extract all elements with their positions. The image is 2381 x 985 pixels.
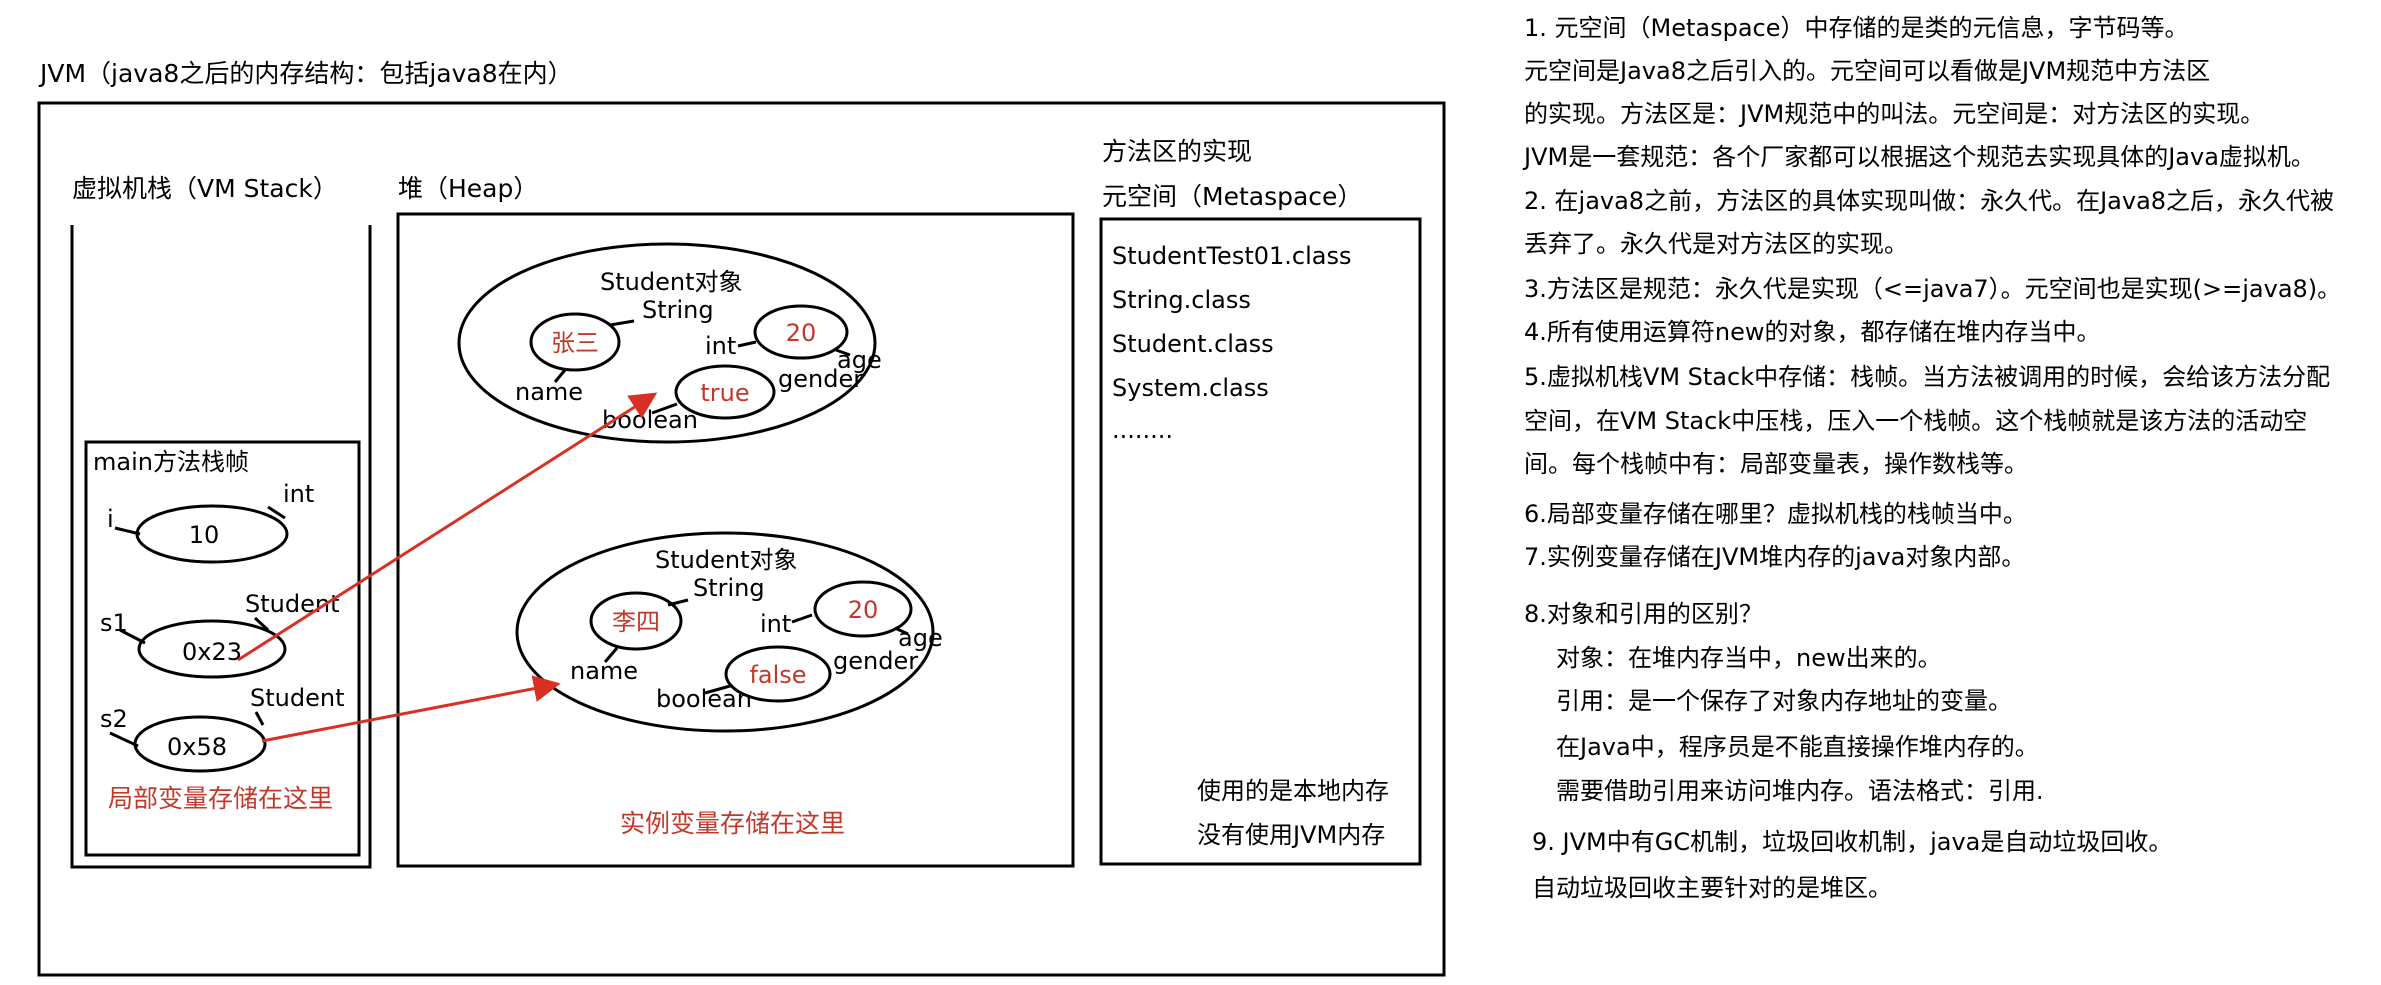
note-line: 自动垃圾回收主要针对的是堆区。 (1532, 874, 1892, 902)
obj1-title: Student对象 (600, 268, 742, 296)
note-line: 空间，在VM Stack中压栈，压入一个栈帧。这个栈帧就是该方法的活动空 (1524, 407, 2308, 435)
note-line: 8.对象和引用的区别？ (1524, 600, 1763, 628)
metaspace-label: 元空间（Metaspace） (1102, 182, 1362, 211)
obj2-int-type: int (760, 610, 791, 638)
note-line: 1. 元空间（Metaspace）中存储的是类的元信息，字节码等。 (1524, 14, 2189, 42)
vm-stack-label: 虚拟机栈（VM Stack） (72, 174, 338, 203)
obj2-age-value: 20 (848, 596, 879, 624)
s2-reference-arrow (261, 675, 561, 743)
obj2-gender-field: gender (833, 647, 918, 675)
obj1-age-value: 20 (786, 319, 817, 347)
obj1-gender-ellipse (674, 364, 776, 420)
s1-reference-arrow (237, 392, 658, 662)
note-line: 7.实例变量存储在JVM堆内存的java对象内部。 (1524, 543, 2026, 571)
obj1-name-value: 张三 (551, 329, 599, 357)
var-s1-value: 0x23 (182, 638, 242, 666)
main-frame-label: main方法栈帧 (93, 448, 249, 476)
class-entry: System.class (1112, 374, 1269, 402)
metaspace-note-2: 没有使用JVM内存 (1197, 821, 1385, 849)
obj1-age-ellipse (753, 304, 849, 360)
obj1-int-type: int (705, 332, 736, 360)
obj2-gender-value: false (749, 661, 806, 689)
class-entry: String.class (1112, 286, 1251, 314)
var-s2-value: 0x58 (167, 733, 227, 761)
note-line: 6.局部变量存储在哪里？虚拟机栈的栈帧当中。 (1524, 500, 2027, 528)
heap-label: 堆（Heap） (398, 174, 538, 203)
vm-stack-container (70, 225, 372, 869)
obj1-gender-field: gender (778, 365, 863, 393)
note-line: 在Java中，程序员是不能直接操作堆内存的。 (1556, 733, 2039, 761)
var-i-value: 10 (189, 521, 220, 549)
obj2-name-value: 李四 (612, 608, 660, 636)
note-line: 9. JVM中有GC机制，垃圾回收机制，java是自动垃圾回收。 (1532, 828, 2173, 856)
student-object-1 (457, 242, 877, 444)
note-line: 2. 在java8之前，方法区的具体实现叫做：永久代。在Java8之后，永久代被 (1524, 187, 2335, 215)
var-i-name: i (107, 505, 114, 533)
instance-var-note: 实例变量存储在这里 (620, 809, 845, 838)
note-line: 需要借助引用来访问堆内存。语法格式：引用. (1556, 777, 2044, 805)
metaspace-container (1099, 217, 1422, 866)
class-entry-ellipsis: ........ (1112, 416, 1173, 444)
note-line: 的实现。方法区是：JVM规范中的叫法。元空间是：对方法区的实现。 (1524, 100, 2265, 128)
note-line: 丢弃了。永久代是对方法区的实现。 (1524, 230, 1908, 258)
note-line: 5.虚拟机栈VM Stack中存储：栈帧。当方法被调用的时候，会给该方法分配 (1524, 363, 2331, 391)
note-line: 间。每个栈帧中有：局部变量表，操作数栈等。 (1524, 450, 2028, 478)
obj1-string-type: String (642, 296, 714, 324)
note-line: JVM是一套规范：各个厂家都可以根据这个规范去实现具体的Java虚拟机。 (1524, 143, 2315, 171)
obj2-name-ellipse (589, 591, 683, 651)
var-s2-type: Student (250, 684, 344, 712)
jvm-title: JVM（java8之后的内存结构：包括java8在内） (38, 59, 573, 88)
var-s1-ellipse (137, 619, 287, 679)
obj2-boolean-type: boolean (656, 685, 752, 713)
obj2-title: Student对象 (655, 546, 797, 574)
obj1-name-field: name (515, 378, 583, 406)
note-line: 3.方法区是规范：永久代是实现（<=java7）。元空间也是实现(>=java8… (1524, 275, 2342, 303)
obj2-age-field: age (898, 624, 943, 652)
obj2-name-field: name (570, 657, 638, 685)
obj1-name-ellipse (529, 312, 621, 372)
obj1-gender-value: true (700, 379, 749, 407)
note-line: 引用：是一个保存了对象内存地址的变量。 (1556, 687, 2012, 715)
jvm-outer-box (37, 101, 1446, 977)
heap-container (396, 212, 1075, 868)
note-line: 对象：在堆内存当中，new出来的。 (1556, 644, 1942, 672)
metaspace-note-1: 使用的是本地内存 (1197, 777, 1389, 805)
local-var-note: 局部变量存储在这里 (108, 784, 333, 813)
method-area-label: 方法区的实现 (1102, 137, 1252, 166)
obj2-gender-ellipse (724, 645, 832, 703)
obj1-age-field: age (837, 346, 882, 374)
main-stack-frame (84, 440, 361, 857)
obj2-age-ellipse (813, 580, 913, 638)
jvm-memory-diagram: JVM（java8之后的内存结构：包括java8在内） 虚拟机栈（VM Stac… (37, 59, 1446, 977)
note-line: 元空间是Java8之后引入的。元空间可以看做是JVM规范中方法区 (1524, 57, 2211, 85)
var-i-type: int (283, 480, 314, 508)
obj2-string-type: String (693, 574, 765, 602)
note-line: 4.所有使用运算符new的对象，都存储在堆内存当中。 (1524, 318, 2101, 346)
class-entry: Student.class (1112, 330, 1274, 358)
class-entry: StudentTest01.class (1112, 242, 1351, 270)
var-s2-name: s2 (100, 705, 128, 733)
student-object-2 (515, 531, 935, 733)
